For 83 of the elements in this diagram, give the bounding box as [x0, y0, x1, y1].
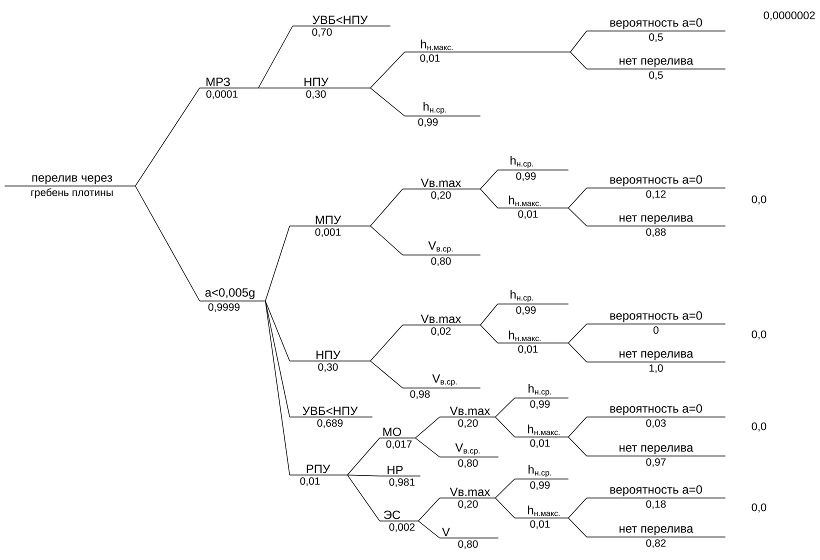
branch-line — [370, 188, 403, 226]
event-branch: МРЗ 0,0001 — [199, 78, 259, 100]
result-value: 0,0 — [752, 422, 766, 432]
branch-line — [415, 416, 440, 438]
branch-line — [495, 478, 515, 498]
event-branch: НПУ 0,30 — [262, 78, 371, 100]
branch-line — [135, 88, 200, 186]
branch-line — [568, 342, 587, 362]
event-branch: Vв.max 0,20 — [402, 178, 481, 200]
branch-line — [265, 226, 290, 302]
event-branch: h$_{н.ср.}$ 0,99 — [497, 290, 569, 316]
event-branch: h$_{н.ср.}$ 0,99 — [514, 464, 569, 490]
event-branch: вероятность а=0 0,5 — [586, 18, 726, 42]
branch-line — [265, 300, 290, 418]
event-branch: вероятность а=0 0,12 — [586, 175, 726, 200]
branch-line — [347, 474, 380, 522]
result-value: 0,0 — [752, 503, 766, 513]
event-branch: Vв.max 0,20 — [439, 406, 496, 428]
event-branch: h$_{н.макс.}$ 0,01 — [514, 424, 569, 448]
branch-line — [370, 324, 403, 362]
branch-line — [568, 498, 587, 518]
event-branch: h$_{н.макс.}$ 0,01 — [404, 40, 571, 64]
branch-line — [480, 324, 498, 344]
event-branch: нет перелива 0,82 — [586, 526, 726, 548]
event-branch: нет перелива 0,5 — [586, 58, 726, 80]
event-branch: вероятность а=0 0,03 — [586, 404, 726, 428]
event-branch: ЭС 0,002 — [379, 510, 419, 532]
event-branch: МО 0,017 — [379, 428, 416, 450]
branch-line — [135, 186, 200, 302]
branch-line — [370, 88, 405, 116]
branch-line — [568, 518, 587, 538]
branch-line — [570, 52, 587, 70]
branch-line — [568, 416, 587, 438]
event-branch: h$_{н.ср.}$ 0,99 — [514, 384, 569, 410]
event-branch: h$_{н.ср.}$ 0,99 — [497, 156, 569, 182]
event-branch: нет перелива 0,88 — [586, 215, 726, 238]
event-branch: НР 0,981 — [379, 466, 421, 488]
event-branch: вероятность а=0 0,18 — [586, 485, 726, 510]
branch-line — [258, 26, 293, 88]
branch-line — [418, 498, 440, 522]
event-branch: нет перелива 1,0 — [586, 351, 726, 374]
branch-line — [347, 438, 380, 476]
event-branch: V$_{в.ср.}$ 0,98 — [402, 374, 481, 400]
branch-line — [370, 360, 403, 388]
branch-line — [568, 436, 587, 456]
branch-line — [495, 498, 515, 518]
branch-line — [568, 208, 587, 226]
event-branch: УВБ<НПУ 0,70 — [292, 16, 391, 38]
branch-line — [568, 324, 587, 344]
branch-line — [495, 416, 515, 438]
branch-line — [265, 300, 290, 476]
event-branch: V$_{в.ср.}$ 0,80 — [439, 443, 499, 468]
result-value: 0,0 — [752, 330, 766, 340]
branch-line — [495, 398, 515, 418]
branch-line — [370, 226, 403, 256]
event-branch: V 0,80 — [439, 528, 499, 550]
result-value: 0,0 — [752, 195, 766, 205]
event-branch: h$_{н.ср.}$ 0,99 — [404, 102, 481, 128]
branch-line — [418, 520, 440, 538]
event-branch: перелив через гребень плотины — [4, 175, 136, 198]
result-value: 0,0000002 — [764, 11, 815, 21]
event-branch: НПУ 0,30 — [289, 350, 371, 372]
branch-line — [347, 474, 380, 476]
event-branch: Vв.max 0,02 — [402, 314, 481, 336]
event-branch: a<0,005g 0,9999 — [199, 288, 266, 312]
branch-line — [415, 438, 440, 458]
branch-line — [480, 170, 498, 190]
branch-line — [370, 52, 405, 88]
branch-line — [480, 304, 498, 326]
branch-line — [480, 188, 498, 208]
event-branch: УВБ<НПУ 0,689 — [289, 406, 373, 428]
branch-line — [568, 188, 587, 208]
event-branch: РПУ 0,01 — [289, 464, 348, 486]
branch-line — [265, 300, 290, 362]
event-branch: МПУ 0,001 — [289, 216, 371, 238]
event-branch: h$_{н.макс.}$ 0,01 — [497, 330, 569, 354]
branch-line — [570, 30, 587, 52]
event-branch: V$_{в.ср.}$ 0,80 — [402, 241, 481, 266]
event-branch: нет перелива 0,97 — [586, 445, 726, 468]
event-branch: Vв.max 0,20 — [439, 488, 496, 510]
event-branch: h$_{н.макс.}$ 0,01 — [497, 196, 569, 220]
event-branch: вероятность а=0 0 — [586, 311, 726, 334]
event-branch: h$_{н.макс.}$ 0,01 — [514, 506, 569, 530]
